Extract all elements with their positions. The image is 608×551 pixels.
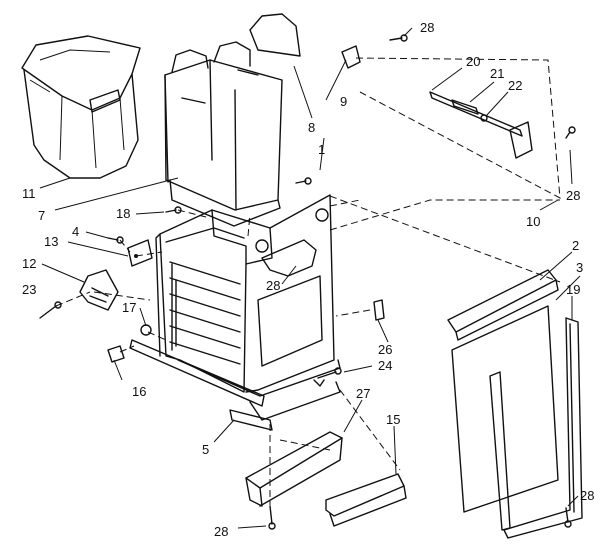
callout-17: 17 <box>122 300 136 315</box>
callout-10: 10 <box>526 214 540 229</box>
callout-labels: 28 9 8 20 21 22 11 7 1 28 18 4 13 12 23 … <box>22 20 594 539</box>
bracket-icon <box>79 239 385 321</box>
callout-5: 5 <box>202 442 209 457</box>
callout-26: 26 <box>378 342 392 357</box>
callout-28-top: 28 <box>420 20 434 35</box>
door-parts-icon <box>447 269 583 539</box>
callout-28-cabinet: 28 <box>266 278 280 293</box>
callout-28-bottom: 28 <box>214 524 228 539</box>
callout-4: 4 <box>72 224 79 239</box>
callout-12: 12 <box>22 256 36 271</box>
callout-27: 27 <box>356 386 370 401</box>
callout-18: 18 <box>116 206 130 221</box>
callout-28-right-lower: 28 <box>580 488 594 503</box>
latch-icon <box>429 91 533 159</box>
callout-3: 3 <box>576 260 583 275</box>
callout-13: 13 <box>44 234 58 249</box>
callout-19: 19 <box>566 282 580 297</box>
leader-dashes <box>55 57 561 505</box>
cabinet-frame-icon <box>129 194 341 431</box>
leader-lines <box>39 27 581 529</box>
screw-icon <box>39 34 576 530</box>
callout-11: 11 <box>22 186 36 201</box>
callout-1: 1 <box>318 142 325 157</box>
callout-20: 20 <box>466 54 480 69</box>
callout-24: 24 <box>378 358 392 373</box>
callout-23: 23 <box>22 282 36 297</box>
callout-2: 2 <box>572 238 579 253</box>
trash-bag-icon <box>21 35 141 179</box>
callout-8: 8 <box>308 120 315 135</box>
callout-7: 7 <box>38 208 45 223</box>
callout-15: 15 <box>386 412 400 427</box>
callout-28-right-upper: 28 <box>566 188 580 203</box>
callout-22: 22 <box>508 78 522 93</box>
callout-9: 9 <box>340 94 347 109</box>
drawer-bin-icon <box>164 13 301 227</box>
callout-16: 16 <box>132 384 146 399</box>
front-panel-icon <box>245 431 407 527</box>
callout-21: 21 <box>490 66 504 81</box>
